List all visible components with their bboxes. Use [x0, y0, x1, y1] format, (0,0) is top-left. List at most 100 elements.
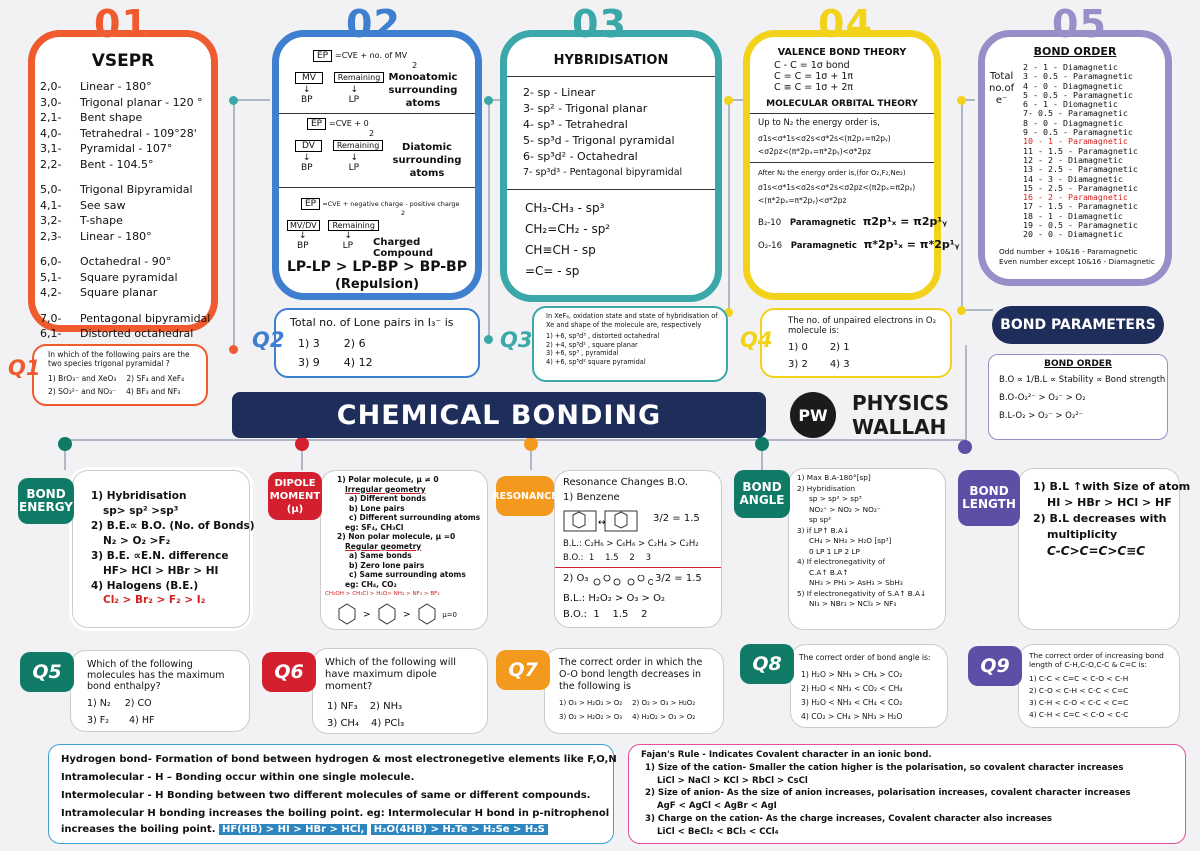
q4-label: Q4	[740, 328, 773, 352]
q5-opt4[interactable]: 4) HF	[129, 715, 155, 726]
connector-dot	[957, 96, 966, 105]
q9-opt3[interactable]: 3) C-H < C-O < C-C < C=C	[1029, 698, 1129, 707]
q8-opt4[interactable]: 4) CO₂ > CH₄ > NH₃ > H₂O	[801, 712, 903, 721]
q8-opt2[interactable]: 2) H₂O < NH₃ < CO₂ < CH₄	[801, 684, 903, 693]
q1-opt1[interactable]: 1) BrO₃⁻ and XeO₃	[48, 374, 117, 383]
q7-card: The correct order in which the O-O bond …	[544, 648, 724, 734]
bond-energy-line: HF> HCl > HBr > HI	[103, 565, 219, 577]
bond-angle-tag-text: BOND ANGLE	[739, 480, 785, 507]
q7-opt2[interactable]: 2) O₂ > O₃ > H₂O₂	[632, 699, 696, 707]
resonance-line-3: 2) O₃	[563, 573, 589, 584]
hbond-line-5: increases the boiling point.	[61, 824, 216, 835]
q6-card: Which of the following will have maximum…	[312, 648, 488, 734]
bond-order-row: 13 - 2.5 - Paramagnetic	[1023, 164, 1138, 175]
hybridisation-row: 6- sp³d² - Octahedral	[523, 150, 638, 163]
bond-length-line: 2) B.L decreases with	[1033, 512, 1167, 525]
dipole-tag: DIPOLE MOMENT (μ)	[268, 472, 322, 520]
q3-card: In XeF₆, oxidation state and state of hy…	[532, 306, 728, 382]
q1-opt3[interactable]: 2) SO₃²⁻ and NO₃⁻	[48, 387, 117, 396]
bond-angle-tag: BOND ANGLE	[734, 470, 790, 518]
q4-opt4[interactable]: 4) 3	[829, 359, 850, 370]
ep-bp: BP	[301, 95, 313, 105]
dipole-line: eg: CH₄, CO₂	[345, 579, 397, 589]
bond-angle-line: NI₃ > NBr₃ > NCl₃ > NF₃	[809, 599, 897, 608]
ep-bp-3: BP	[297, 241, 309, 251]
bond-parameters-card: BOND ORDER B.O ∝ 1/B.L ∝ Stability ∝ Bon…	[988, 354, 1168, 440]
hybridisation-example: CH₃-CH₃ - sp³	[525, 201, 605, 215]
q6-opt4[interactable]: 4) PCl₃	[370, 718, 405, 729]
resonance-bl-1: B.L.: C₂H₆ > C₆H₆ > C₂H₄ > C₂H₂	[563, 539, 699, 549]
q5-opt2[interactable]: 2) CO	[124, 698, 152, 709]
fajan-line-1: Fajan's Rule - Indicates Covalent charac…	[641, 750, 932, 760]
bond-length-line: C-C>C=C>C≡C	[1047, 544, 1146, 558]
vsepr-card: VSEPR 2,0-Linear - 180°3,0-Trigonal plan…	[28, 30, 218, 340]
q9-opt1[interactable]: 1) C-C < C=C < C-O < C-H	[1029, 674, 1129, 683]
ep-formula-3: EP =CVE + negative charge - positive cha…	[301, 198, 460, 217]
connector-dot	[755, 437, 769, 451]
q3-opt3[interactable]: 3) +6, sp³ , pyramidal	[546, 349, 619, 357]
ep-number: 02	[346, 2, 401, 46]
hybridisation-row: 4- sp³ - Tetrahedral	[523, 118, 628, 131]
q8-opt3[interactable]: 3) H₂O < NH₃ < CH₄ < CO₂	[801, 698, 903, 707]
q2-opt2[interactable]: 2) 6	[343, 337, 366, 350]
resonance-frac-1: 3/2 = 1.5	[653, 513, 700, 524]
q2-opt1[interactable]: 1) 3	[298, 337, 320, 350]
bond-order-row: 2 - 1 - Diamagnetic	[1023, 62, 1118, 72]
bond-angle-line: 4) If electronegativity of	[797, 557, 886, 566]
vsepr-code: 6,0-	[40, 255, 62, 268]
hybridisation-example: CH≡CH - sp	[525, 243, 596, 257]
q7-opt4[interactable]: 4) H₂O₂ > O₃ > O₂	[632, 713, 696, 721]
ep-mvdv: MV/DV	[287, 220, 320, 231]
bond-angle-line: 1) Max B.A-180°[sp]	[797, 473, 871, 482]
hbond-line-1: Hydrogen bond- Formation of bond between…	[61, 754, 617, 765]
q5-opt1[interactable]: 1) N₂	[87, 698, 111, 709]
q3-opt4[interactable]: 4) +6, sp³d² square pyramidal	[546, 357, 646, 366]
q9-opt4[interactable]: 4) C-H < C=C < C-O < C-C	[1029, 710, 1129, 719]
hbond-highlight-1: HF(HB) > HI > HBr > HCl,	[218, 824, 368, 835]
hybridisation-row: 3- sp² - Trigonal planar	[523, 102, 648, 115]
q8-opt1[interactable]: 1) H₂O > NH₃ > CH₄ > CO₂	[801, 670, 903, 679]
ep-remaining: Remaining	[333, 72, 385, 83]
fajan-line-3: LiCl > NaCl > KCl > RbCl > CsCl	[657, 775, 808, 786]
resonance-tag-text: RESONANCE	[492, 490, 558, 502]
q4-opt3[interactable]: 3) 2	[788, 359, 808, 370]
resonance-line-1: Resonance Changes B.O.	[563, 477, 688, 488]
svg-text:>: >	[363, 610, 371, 620]
vsepr-row: 2,2-Bent - 104.5°	[40, 157, 211, 173]
q1-opt4[interactable]: 4) BF₃ and NF₃	[126, 387, 181, 396]
q9-opt2[interactable]: 2) C-O < C-H < C-C < C=C	[1029, 686, 1129, 695]
q7-opt1[interactable]: 1) O₃ > H₂O₂ > O₂	[559, 699, 623, 707]
title-banner: CHEMICAL BONDING	[232, 392, 766, 438]
q6-opt3[interactable]: 3) CH₄	[327, 718, 359, 729]
bond-order-row: 19 - 0.5 - Paramagnetic	[1023, 220, 1138, 231]
q3-text: In XeF₆, oxidation state and state of hy…	[546, 312, 718, 329]
hybridisation-row: 7- sp³d³ - Pentagonal bipyramidal	[523, 167, 683, 178]
q4-opt2[interactable]: 2) 1	[829, 342, 850, 353]
q3-opt2[interactable]: 2) +4, sp³d² , square planar	[546, 340, 638, 349]
q2-opt3[interactable]: 3) 9	[298, 356, 320, 369]
q4-opt1[interactable]: 1) 0	[788, 342, 808, 353]
q5-label: Q5	[32, 660, 62, 683]
q4-card: The no. of unpaired electrons in O₂ mole…	[760, 308, 952, 378]
q6-opt2[interactable]: 2) NH₃	[369, 701, 403, 712]
ep-formula-1-text: =CVE + no. of MV	[335, 51, 408, 60]
vsepr-shape: Pyramidal - 107°	[80, 142, 173, 155]
q6-opt1[interactable]: 1) NF₃	[327, 701, 358, 712]
q7-opt3[interactable]: 3) O₂ > H₂O₂ > O₃	[559, 713, 623, 721]
q1-opt2[interactable]: 2) SF₄ and XeF₄	[126, 374, 185, 383]
vsepr-shape: Pentagonal bipyramidal	[80, 311, 211, 325]
hbond-line-4: Intramolecular H bonding increases the b…	[61, 808, 610, 819]
vsepr-row: 6,0- Octahedral - 90°	[40, 254, 211, 270]
bond-angle-line: sp > sp² > sp³	[809, 494, 862, 503]
vsepr-shape: Octahedral - 90°	[80, 255, 172, 268]
q2-opt4[interactable]: 4) 12	[343, 356, 373, 369]
q5-opt3[interactable]: 3) F₂	[87, 715, 110, 726]
q3-opt1[interactable]: 1) +6, sp³d³ , distorted octahedral	[546, 332, 660, 340]
bond-order-row: 6 - 1 - Diomagnetic	[1023, 99, 1118, 110]
hybridisation-number: 03	[572, 2, 627, 46]
bond-angle-line: 0 LP 1 LP 2 LP	[809, 546, 860, 556]
